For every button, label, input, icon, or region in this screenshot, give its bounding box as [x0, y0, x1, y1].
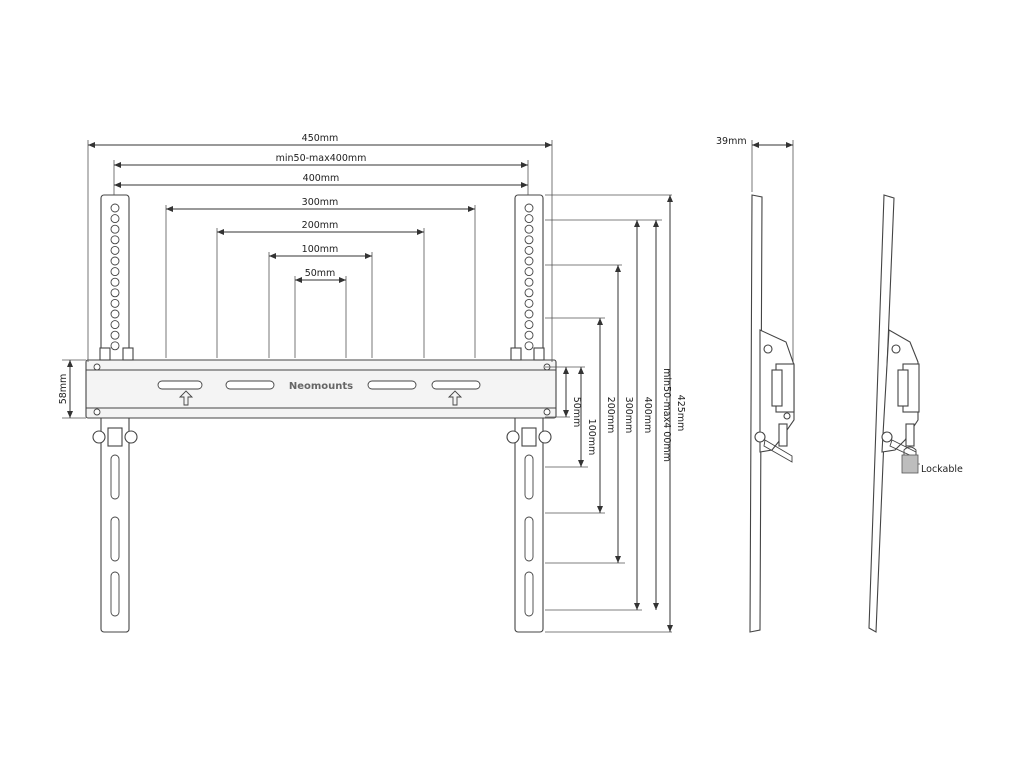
right-arm-holes: [524, 203, 534, 351]
mount-hole: [110, 330, 120, 340]
dim-label-height-400: 400mm: [642, 397, 653, 434]
padlock-icon: [901, 446, 919, 474]
dim-label-height-300: 300mm: [623, 397, 634, 434]
dim-label-width-300: 300mm: [302, 197, 339, 208]
mount-hole: [110, 320, 120, 330]
dim-label-width-400: 400mm: [303, 173, 340, 184]
dim-label-width-100: 100mm: [302, 244, 339, 255]
dim-label-height-50: 50mm: [571, 397, 582, 428]
mount-hole: [524, 267, 534, 277]
right-arm-slots: [524, 454, 534, 617]
mount-hole: [110, 341, 120, 351]
mount-slot: [110, 454, 120, 500]
side-view-tilted: Lockable: [868, 194, 963, 633]
mount-slot: [524, 571, 534, 617]
mount-hole: [110, 203, 120, 213]
dim-label-depth: 39mm: [716, 136, 747, 147]
mount-hole: [110, 224, 120, 234]
mount-hole: [524, 203, 534, 213]
wall-rail: Neomounts: [85, 347, 557, 447]
left-arm-slots: [110, 454, 120, 617]
arrow-up-right-icon: [447, 390, 463, 406]
mount-hole: [110, 309, 120, 319]
dim-label-width-range: min50-max400mm: [276, 153, 367, 164]
dim-label-width-50: 50mm: [305, 268, 336, 279]
height-dimension-lines: [563, 195, 673, 632]
mount-slot: [110, 571, 120, 617]
arrow-up-left-icon: [178, 390, 194, 406]
mount-hole: [524, 341, 534, 351]
mount-hole: [110, 235, 120, 245]
dim-label-450: 450mm: [302, 133, 339, 144]
mount-hole: [110, 298, 120, 308]
dim-label-width-200: 200mm: [302, 220, 339, 231]
mount-slot: [524, 516, 534, 562]
mount-hole: [524, 320, 534, 330]
mount-hole: [524, 245, 534, 255]
mount-hole: [110, 267, 120, 277]
brand-label: Neomounts: [289, 381, 353, 392]
mount-hole: [524, 288, 534, 298]
front-view: Neomounts: [58, 133, 686, 633]
mount-hole: [524, 214, 534, 224]
mount-hole: [110, 277, 120, 287]
mount-hole: [110, 288, 120, 298]
mount-hole: [110, 245, 120, 255]
mount-slot: [110, 516, 120, 562]
side-view-depth: 39mm: [716, 136, 795, 633]
dim-label-height-425: 425mm: [675, 395, 686, 432]
mount-hole: [524, 277, 534, 287]
dim-label-height-100: 100mm: [586, 419, 597, 456]
height-extension-lines: [545, 194, 672, 633]
mount-hole: [524, 330, 534, 340]
dim-label-rail-height: 58mm: [58, 374, 69, 405]
mount-hole: [110, 214, 120, 224]
mount-hole: [524, 256, 534, 266]
width-dimension-lines: [88, 142, 552, 283]
mount-hole: [110, 256, 120, 266]
rail-height-dimension: 58mm: [58, 359, 86, 419]
dim-label-height-range: min50-max4 00mm: [661, 368, 672, 462]
mount-hole: [524, 298, 534, 308]
left-arm-holes: [110, 203, 120, 351]
mount-slot: [524, 454, 534, 500]
mount-hole: [524, 235, 534, 245]
mount-hole: [524, 224, 534, 234]
dim-label-height-200: 200mm: [605, 397, 616, 434]
lockable-label: Lockable: [921, 464, 963, 475]
mount-hole: [524, 309, 534, 319]
width-extension-lines: [87, 140, 553, 362]
